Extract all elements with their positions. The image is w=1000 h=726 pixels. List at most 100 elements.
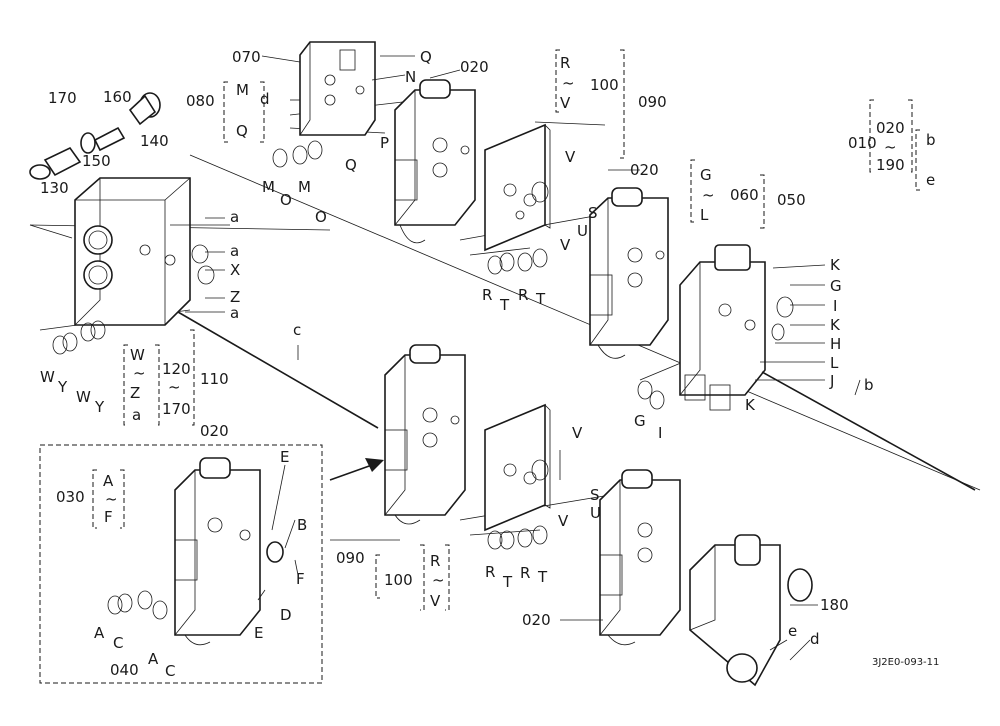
label-T5: T xyxy=(537,568,548,586)
part-130-170-relief-valve xyxy=(29,92,161,180)
label-U2: U xyxy=(577,222,588,240)
label-e: e xyxy=(926,171,935,189)
label-190: 190 xyxy=(876,156,905,174)
part-090-plate-bottom xyxy=(484,403,551,532)
label-170b: 170 xyxy=(162,400,191,418)
label-P: P xyxy=(380,134,389,152)
label-130: 130 xyxy=(40,179,69,197)
label-020-mid: 020 xyxy=(630,161,659,179)
label-I2: I xyxy=(833,297,837,315)
label-060: 060 xyxy=(730,186,759,204)
part-020-valve-detail xyxy=(174,457,284,646)
label-R4: R xyxy=(485,563,495,581)
label-T2: T xyxy=(499,296,510,314)
label-R6: R xyxy=(430,552,440,570)
label-070: 070 xyxy=(232,48,261,66)
label-090b: 090 xyxy=(336,549,365,567)
label-Q2: Q xyxy=(420,48,432,66)
drawing-code: 3J2E0-093-11 xyxy=(872,657,939,668)
detail-box xyxy=(39,444,323,684)
label-040: 040 xyxy=(110,661,139,679)
label-G3: G xyxy=(634,412,646,430)
label-G2: G xyxy=(830,277,842,295)
label-R3: R xyxy=(518,286,528,304)
label-Q: Q xyxy=(236,122,248,140)
label-a1: a xyxy=(230,208,239,226)
label-W1: W xyxy=(40,368,55,386)
label-tilde-W3: ~ xyxy=(133,364,146,382)
label-I3: I xyxy=(658,424,662,442)
part-070-block xyxy=(299,41,376,136)
label-170: 170 xyxy=(48,89,77,107)
label-tilde-R6: ~ xyxy=(432,571,445,589)
label-Q3: Q xyxy=(345,156,357,174)
label-050: 050 xyxy=(777,191,806,209)
label-K1: K xyxy=(830,256,841,274)
label-Z: Z xyxy=(230,288,240,306)
label-S4: S xyxy=(590,486,600,504)
brackets xyxy=(92,49,920,611)
label-tilde-R1: ~ xyxy=(562,74,575,92)
part-110-inlet-block xyxy=(74,177,191,326)
label-A: A xyxy=(103,472,114,490)
label-M3: M xyxy=(298,178,311,196)
label-c: c xyxy=(293,321,301,339)
label-160: 160 xyxy=(103,88,132,106)
label-tilde-A: ~ xyxy=(105,490,118,508)
label-020-bottom: 020 xyxy=(522,611,551,629)
label-Y1: Y xyxy=(57,378,68,396)
label-K3: K xyxy=(745,396,756,414)
callout-labels: 010 020 ~ 190 b e 070 080 M Q d Q N P Q … xyxy=(40,48,939,680)
label-R5: R xyxy=(520,564,530,582)
label-100b: 100 xyxy=(384,571,413,589)
label-V4: V xyxy=(572,424,583,442)
label-W2: W xyxy=(76,388,91,406)
label-K2: K xyxy=(830,316,841,334)
label-b-rod: b xyxy=(864,376,874,394)
label-020-box: 020 xyxy=(200,422,229,440)
label-D: D xyxy=(280,606,292,624)
label-d2: d xyxy=(810,630,820,648)
label-O3: O xyxy=(315,208,327,226)
leader-lines xyxy=(170,55,861,661)
label-d: d xyxy=(260,90,270,108)
label-a2: a xyxy=(230,242,239,260)
label-140: 140 xyxy=(140,132,169,150)
label-F2: F xyxy=(296,570,305,588)
label-120: 120 xyxy=(162,360,191,378)
label-020-top: 020 xyxy=(460,58,489,76)
label-Z3: Z xyxy=(130,384,140,402)
part-090-plate-top xyxy=(484,123,551,252)
label-O2: O xyxy=(280,191,292,209)
label-L1: L xyxy=(700,206,709,224)
label-R1: R xyxy=(560,54,570,72)
label-100: 100 xyxy=(590,76,619,94)
label-110: 110 xyxy=(200,370,229,388)
label-A3: A xyxy=(148,650,159,668)
label-T4: T xyxy=(502,573,513,591)
label-B: B xyxy=(297,516,307,534)
label-E2: E xyxy=(254,624,263,642)
label-b: b xyxy=(926,131,936,149)
seal-rings xyxy=(52,140,794,620)
label-a4: a xyxy=(132,406,141,424)
part-020-valve-middle xyxy=(589,187,669,359)
label-A2: A xyxy=(94,624,105,642)
label-M2: M xyxy=(262,178,275,196)
label-C3: C xyxy=(165,662,175,680)
label-030: 030 xyxy=(56,488,85,506)
part-060-valve xyxy=(679,244,766,411)
label-J: J xyxy=(829,372,834,390)
label-S2: S xyxy=(588,204,598,222)
label-Y2: Y xyxy=(94,398,105,416)
label-020-a: 020 xyxy=(876,119,905,137)
label-L2: L xyxy=(830,354,839,372)
label-080: 080 xyxy=(186,92,215,110)
label-010: 010 xyxy=(848,134,877,152)
label-W3: W xyxy=(130,346,145,364)
label-V1: V xyxy=(560,94,571,112)
label-e2: e xyxy=(788,622,797,640)
label-V3: V xyxy=(560,236,571,254)
label-tilde-G1: ~ xyxy=(702,186,715,204)
